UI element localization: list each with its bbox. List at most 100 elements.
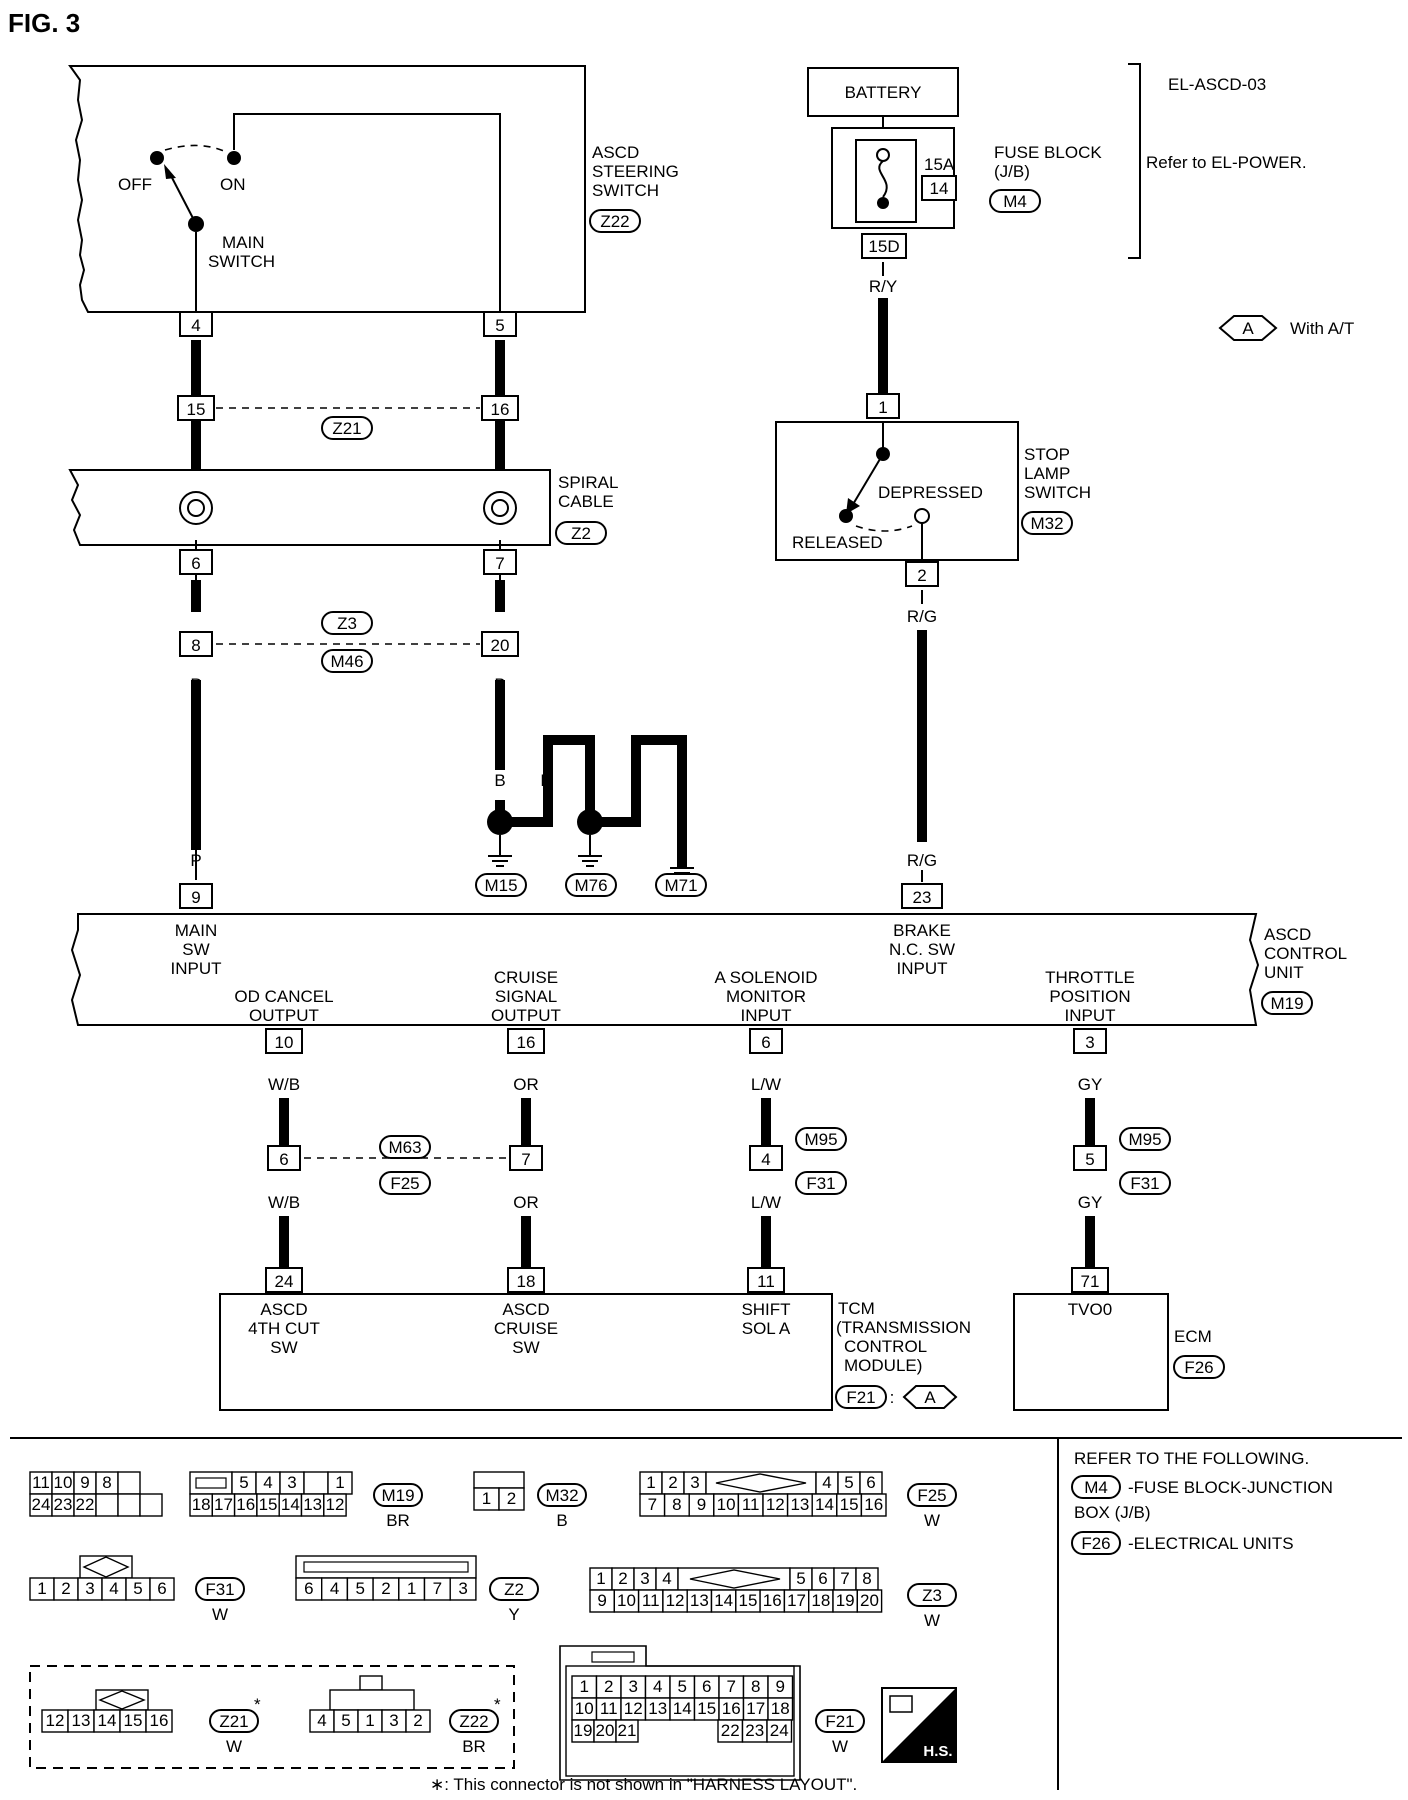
- wire-color: BR: [462, 1737, 486, 1756]
- cell-number: 12: [666, 1591, 685, 1610]
- cell-number: 9: [597, 1591, 606, 1610]
- fuse-block-label-2: (J/B): [994, 162, 1030, 181]
- power-supply: BATTERY 15A 14 15D FUSE BLOCK (J/B) M4 R…: [807, 67, 1102, 394]
- connector-badge: [907, 1483, 957, 1507]
- connector-code: M4: [1084, 1478, 1108, 1497]
- connector-code: M15: [484, 876, 517, 895]
- cell-number: 17: [214, 1495, 233, 1514]
- cell-number: 2: [381, 1579, 390, 1598]
- cell-number: 4: [822, 1473, 831, 1492]
- cell-number: 13: [690, 1591, 709, 1610]
- pin-3: [1073, 1028, 1107, 1054]
- key-icon: [689, 1569, 781, 1589]
- pin-label: 8: [191, 636, 200, 655]
- cell-number: 7: [727, 1677, 736, 1696]
- cell-number: 12: [46, 1711, 65, 1730]
- connector-badge: [475, 873, 527, 897]
- wire-color: W/B: [268, 1193, 300, 1212]
- wire-color: P: [190, 675, 201, 694]
- hs-label: H.S.: [923, 1743, 952, 1760]
- wire-color: B: [494, 675, 505, 694]
- cell-number: 15: [738, 1591, 757, 1610]
- brake-label-2: N.C. SW: [889, 940, 955, 959]
- connector-badge: [321, 416, 373, 440]
- spiral-icon: [483, 491, 517, 525]
- pin-label: 10: [275, 1033, 294, 1052]
- connector-code: M46: [330, 652, 363, 671]
- pin-9: [179, 883, 213, 909]
- solenoid-label: A SOLENOID: [715, 968, 818, 987]
- cell-number: 4: [263, 1473, 272, 1492]
- connector-badge: [1071, 1475, 1121, 1499]
- pin-label: 3: [1085, 1033, 1094, 1052]
- asterisk-icon: *: [494, 1695, 501, 1714]
- brake-label-3: INPUT: [897, 959, 948, 978]
- pin-4: [179, 311, 213, 337]
- cruise-label: CRUISE: [494, 968, 558, 987]
- fuse-amps: 15A: [924, 155, 955, 174]
- cell-number: 12: [766, 1495, 785, 1514]
- pin-label: 6: [191, 554, 200, 573]
- cell-number: 1: [37, 1579, 46, 1598]
- cell-number: 7: [648, 1495, 657, 1514]
- ecm-box: [1013, 1293, 1169, 1411]
- cell-number: 16: [236, 1495, 255, 1514]
- throttle-label-2: POSITION: [1049, 987, 1130, 1006]
- wire-color: OR: [513, 1075, 539, 1094]
- brake-label: BRAKE: [893, 921, 951, 940]
- stop-lamp-box: [775, 421, 1019, 561]
- cell-number: 15: [840, 1495, 859, 1514]
- wire-color: W: [924, 1611, 940, 1630]
- shift-sol-label-2: SOL A: [742, 1319, 791, 1338]
- connector-badge: [489, 1577, 539, 1601]
- connector-code: F21: [825, 1712, 854, 1731]
- cell-number: 19: [836, 1591, 855, 1610]
- cell-number: 1: [482, 1489, 491, 1508]
- cell-number: 2: [668, 1473, 677, 1492]
- pin-15d: [861, 233, 907, 259]
- cell-number: 1: [365, 1711, 374, 1730]
- connector-badge: [907, 1583, 957, 1607]
- main-sw-label: MAIN: [175, 921, 218, 940]
- cell-number: 8: [102, 1473, 111, 1492]
- od-cancel-label: OD CANCEL: [234, 987, 333, 1006]
- fuse-number: 14: [930, 179, 949, 198]
- connector-code: F31: [205, 1580, 234, 1599]
- connector-badge: [449, 1709, 499, 1733]
- cell-number: 7: [433, 1579, 442, 1598]
- cell-number: 24: [32, 1495, 51, 1514]
- cell-number: 20: [596, 1721, 615, 1740]
- connector-code: F31: [1130, 1174, 1159, 1193]
- main-sw-label-3: INPUT: [171, 959, 222, 978]
- cell-number: 11: [32, 1473, 50, 1492]
- spiral-cable-box: [68, 469, 551, 546]
- cell-number: 4: [330, 1579, 339, 1598]
- connector-z3-label: Z3W: [907, 1583, 957, 1630]
- connector-badge: [795, 1171, 847, 1195]
- lower-harness: W/B OR L/W GY 6 7 M63 F25 4 M95 F31 5 M9…: [267, 1075, 1171, 1268]
- cell-number: 15: [124, 1711, 143, 1730]
- connector-cell: [860, 1493, 887, 1517]
- main-switch-label-2: SWITCH: [208, 252, 275, 271]
- connector-code: Z2: [504, 1580, 524, 1599]
- cell-number: 13: [303, 1495, 322, 1514]
- cell-number: 14: [673, 1699, 692, 1718]
- ascd-cruise-label: ASCD: [502, 1300, 549, 1319]
- wire-color: W: [924, 1511, 940, 1530]
- pin-label: 5: [495, 316, 504, 335]
- connector-cell: [405, 1709, 431, 1733]
- control-unit-title-2: CONTROL: [1264, 944, 1347, 963]
- pin-5: [483, 311, 517, 337]
- wire-color: GY: [1078, 1075, 1103, 1094]
- cell-number: 3: [629, 1677, 638, 1696]
- pin-label: 71: [1081, 1272, 1100, 1291]
- pin-6: [179, 549, 213, 575]
- bracket: [1128, 63, 1141, 259]
- wire-color: P: [190, 593, 201, 612]
- released-label: RELEASED: [792, 533, 883, 552]
- cell-number: 10: [617, 1591, 636, 1610]
- connector-cell: [498, 1487, 525, 1511]
- connector-code: F31: [806, 1174, 835, 1193]
- wire-color: BR: [386, 1511, 410, 1530]
